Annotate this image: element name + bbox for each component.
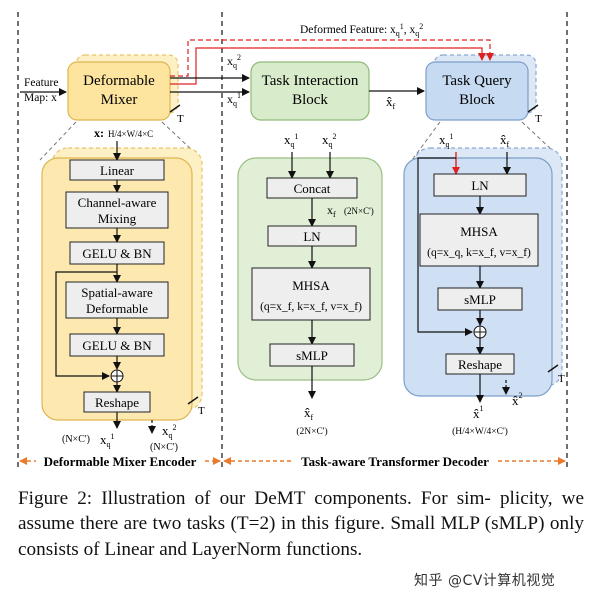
feature-label: Feature [24,77,58,89]
svg-text:sMLP: sMLP [464,292,496,307]
tib-label-1: Task Interaction [262,73,359,89]
tqb-out-x2: x̂2 [512,391,523,408]
xq1-label: xq1 [227,91,241,108]
svg-text:LN: LN [303,229,321,244]
xq2-label: xq2 [227,53,241,70]
enc-gelu-bn-1-box: GELU & BN [69,241,165,265]
caption-line-1: Figure 2: Illustration of our DeMT compo… [18,488,491,509]
deformable-mixer-block: Deformable Mixer [67,54,179,121]
encoder-input-label: x:H/4×W/4×C [94,126,153,140]
tib-smlp-box: sMLP [269,343,355,367]
svg-text:Channel-aware: Channel-aware [78,195,157,210]
svg-text:LN: LN [471,178,489,193]
deformable-mixer-label-2: Mixer [101,92,138,108]
tqb-panel-T-label: T [558,373,565,385]
tib-in-xq2: xq2 [322,132,337,149]
svg-text:Reshape: Reshape [95,395,139,410]
tib-label-2: Block [292,92,328,108]
tqb-reshape-box: Reshape [445,353,515,375]
deformable-mixer-label-1: Deformable [83,73,155,89]
tqb-T-label: T [535,113,542,125]
tqb-ln-box: LN [433,173,527,197]
svg-text:GELU & BN: GELU & BN [82,246,152,261]
tqb-in-xf: x̂f [500,132,510,149]
tib-concat-box: Concat [266,177,358,199]
encoder-out-xq2: xq2 [162,423,177,440]
svg-text:(q=x_q, k=x_f, v=x_f): (q=x_q, k=x_f, v=x_f) [427,247,531,259]
caption-line-4: functions. [286,538,363,560]
tqb-add-node [473,325,487,339]
tib-in-xq1: xq1 [284,132,299,149]
svg-text:(q=x_f, k=x_f, v=x_f): (q=x_f, k=x_f, v=x_f) [260,301,362,313]
caption-line-2: plicity, we assume there are two tasks (… [18,488,585,535]
encoder-out-xq1: xq1 [100,432,115,449]
tqb-label-2: Block [459,92,495,108]
enc-add-node [110,369,124,383]
decoder-section-label: Task-aware Transformer Decoder [301,454,489,469]
watermark: 知乎 @CV计算机视觉 [414,573,556,589]
demt-figure: Deformable Mixer T Feature Map: x Task I… [17,12,568,470]
encoder-out-dim2: (N×C') [150,442,178,453]
tqb-in-xq1: xq1 [439,132,454,149]
enc-gelu-bn-2-box: GELU & BN [69,333,165,357]
xf-hat-label: x̂f [386,94,396,111]
tqb-smlp-box: sMLP [437,287,523,311]
tib-mhsa-box: MHSA (q=x_f, k=x_f, v=x_f) [251,267,371,321]
encoder-out-dim: (N×C') [62,434,90,445]
tib-out-xf: x̂f [304,405,314,422]
tib-xf-dim: (2N×C') [344,206,374,216]
enc-linear-box: Linear [69,159,165,181]
encoder-T-label: T [198,405,205,417]
tqb-label-1: Task Query [442,73,512,89]
svg-text:Linear: Linear [100,163,135,178]
tib-ln-box: LN [267,225,357,247]
svg-text:Spatial-aware: Spatial-aware [81,285,153,300]
task-interaction-block: Task Interaction Block [250,61,370,121]
deformed-feature-label: Deformed Feature: xq1, xq2 [300,22,423,38]
svg-text:Mixing: Mixing [98,211,137,226]
svg-text:MHSA: MHSA [460,224,498,239]
feature-map-label: Map: x [24,92,57,104]
svg-text:sMLP: sMLP [296,348,328,363]
mixer-T-label: T [177,113,184,125]
svg-text:MHSA: MHSA [292,278,330,293]
enc-spatial-deformable-box: Spatial-aware Deformable [65,281,169,319]
caption-line-3: Small MLP (sMLP) only consists of Linear… [18,513,585,560]
svg-text:GELU & BN: GELU & BN [82,338,152,353]
tqb-mhsa-box: MHSA (q=x_q, k=x_f, v=x_f) [419,213,539,267]
tqb-out-x1: x̂1 [473,404,484,421]
task-query-block: Task Query Block [425,54,537,121]
tib-xf-label: xf [327,203,336,219]
tib-out-dim: (2N×C') [296,426,327,437]
enc-channel-mixing-box: Channel-aware Mixing [65,191,169,229]
svg-text:Concat: Concat [294,181,331,196]
tqb-out-dim: (H/4×W/4×C') [452,426,508,437]
svg-text:Deformable: Deformable [86,301,148,316]
svg-text:Reshape: Reshape [458,357,502,372]
figure-caption: Figure 2: Illustration of our DeMT compo… [18,486,584,562]
encoder-section-label: Deformable Mixer Encoder [44,454,197,469]
enc-reshape-box: Reshape [83,391,151,413]
